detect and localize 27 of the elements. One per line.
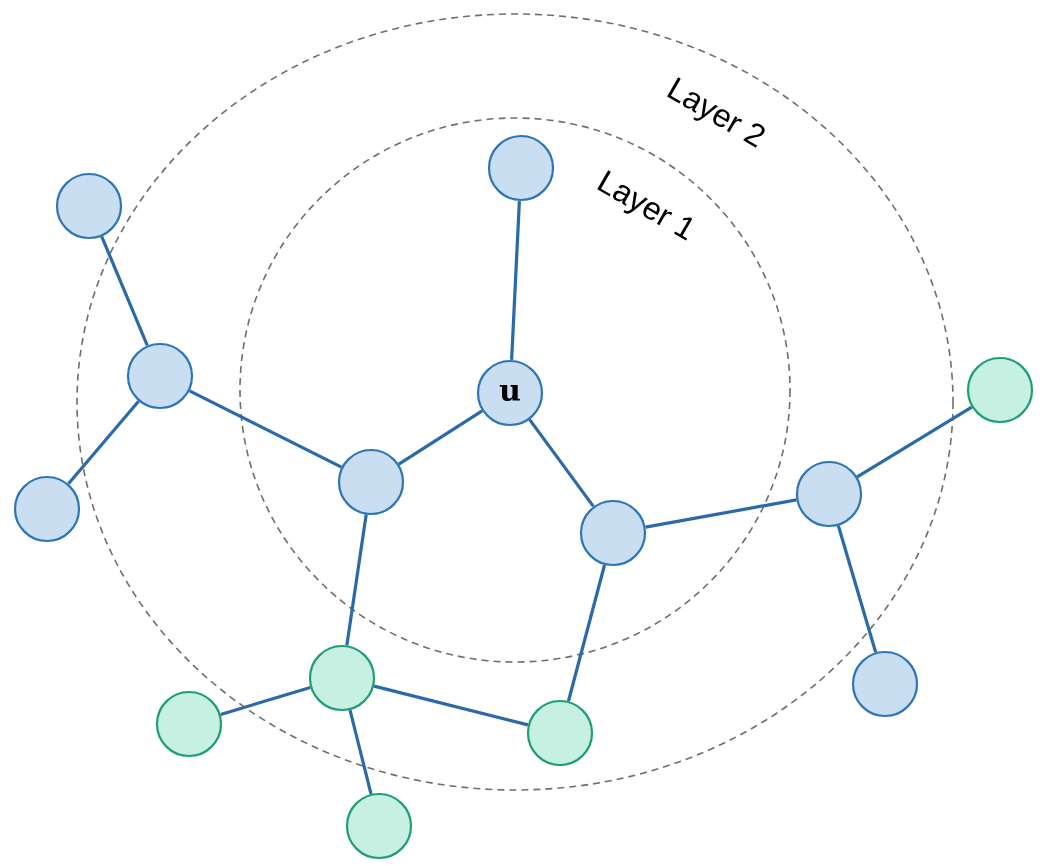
edge-line (510, 200, 521, 360)
edge-line (856, 405, 973, 479)
vertex-circle (308, 644, 376, 712)
vertex-circle (345, 792, 413, 860)
edge-line (566, 564, 607, 702)
edge-line (348, 709, 373, 795)
edge-line (398, 409, 483, 466)
edge-line (100, 235, 149, 347)
edge-line (345, 514, 368, 646)
vertex-circle (526, 699, 594, 767)
vertex-circle (55, 172, 123, 240)
vertex-circle (966, 356, 1034, 424)
vertex-circle (487, 134, 555, 202)
edge-line (188, 389, 343, 469)
vertex-circle (851, 650, 919, 718)
edge-line (373, 684, 529, 727)
vertex-circle (13, 475, 81, 543)
vertex-circle (155, 690, 223, 758)
edge-line (645, 498, 797, 529)
edge-line (67, 400, 140, 485)
edge-line (528, 418, 595, 508)
vertex-circle (126, 342, 194, 410)
vertex-circle (579, 499, 647, 567)
vertex-circle (337, 448, 405, 516)
vertex-circle (795, 460, 863, 528)
edge-line (220, 686, 311, 716)
edge-line (836, 525, 878, 653)
